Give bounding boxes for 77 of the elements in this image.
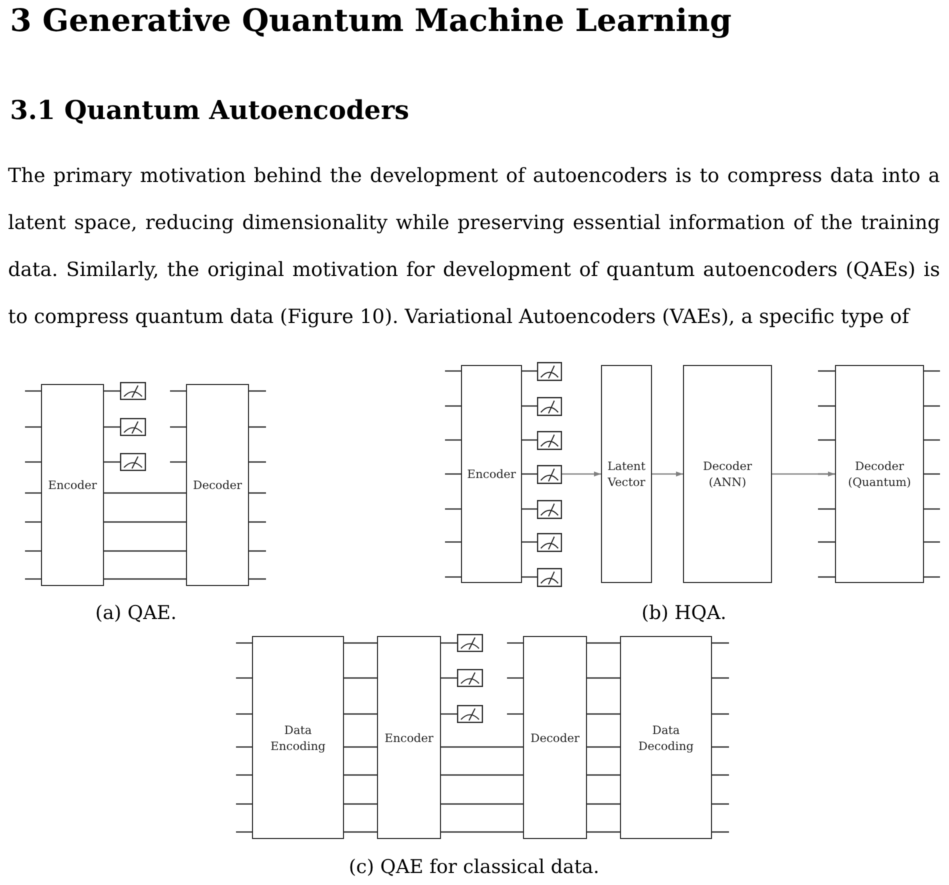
- qubit-wire: [344, 677, 377, 679]
- arrow: [772, 472, 835, 476]
- meter-icon: [457, 705, 483, 723]
- qubit-wire: [104, 521, 186, 523]
- block-label: Decoder (Quantum): [846, 458, 912, 490]
- classical-decoder-block: [683, 365, 772, 583]
- latent-vector-block: [601, 365, 652, 583]
- section-heading: 3 Generative Quantum Machine Learning: [10, 2, 732, 41]
- qubit-wire: [441, 713, 457, 715]
- quantum-decoder-block: [835, 365, 924, 583]
- encoder-block: [41, 384, 104, 586]
- qubit-wire: [587, 677, 620, 679]
- arrow: [562, 472, 601, 476]
- qubit-wire: [441, 642, 457, 644]
- block-label: Data Decoding: [637, 722, 695, 754]
- qubit-wire: [587, 831, 620, 833]
- qubit-wire: [522, 541, 537, 543]
- qubit-wire: [587, 803, 620, 805]
- encoder-block: [377, 636, 441, 839]
- arrow: [652, 472, 683, 476]
- qubit-wire: [344, 746, 377, 748]
- qubit-wire: [522, 473, 537, 475]
- qubit-wire: [104, 578, 186, 580]
- data-encoding-block: [252, 636, 344, 839]
- qubit-wire: [522, 508, 537, 510]
- meter-icon: [120, 382, 146, 400]
- figure-caption: (c) QAE for classical data.: [348, 855, 600, 880]
- qubit-wire: [522, 576, 537, 578]
- qubit-wire: [522, 439, 537, 441]
- data-decoding-block: [620, 636, 712, 839]
- meter-icon: [537, 500, 562, 518]
- body-paragraph: The primary motivation behind the development of autoencoders is to compress data into a latent space, reducing dimensionality while preserving essential information of the training data. Similarly, the original motivation for development of quantum autoencoders (QAEs) is to compress quantum data (Figure 10). Variational Autoencoders (VAEs), a specific type of: [8, 163, 940, 330]
- block-label: Data Encoding: [270, 722, 326, 754]
- block-label: Decoder: [530, 730, 580, 746]
- meter-icon: [120, 453, 146, 471]
- encoder-block: [461, 365, 522, 583]
- block-label: Latent Vector: [606, 458, 646, 490]
- qubit-wire: [522, 370, 537, 372]
- qubit-wire: [344, 831, 377, 833]
- qubit-wire: [104, 550, 186, 552]
- qubit-wire: [441, 746, 523, 748]
- qubit-wire: [344, 774, 377, 776]
- meter-icon: [457, 669, 483, 687]
- qubit-wire: [587, 774, 620, 776]
- meter-icon: [537, 362, 562, 380]
- qubit-wire: [441, 774, 523, 776]
- block-label: Decoder: [192, 477, 242, 493]
- qubit-wire: [104, 492, 186, 494]
- subsection-heading: 3.1 Quantum Autoencoders: [10, 95, 410, 128]
- qubit-wire: [104, 461, 120, 463]
- meter-icon: [537, 430, 562, 450]
- figure-caption: (b) HQA.: [642, 601, 726, 626]
- qubit-wire: [441, 677, 457, 679]
- qubit-wire: [587, 642, 620, 644]
- qubit-wire: [522, 405, 537, 407]
- qubit-wire: [587, 713, 620, 715]
- qubit-wire: [104, 426, 120, 428]
- meter-icon: [457, 634, 483, 652]
- figure-caption: (a) QAE.: [95, 601, 177, 626]
- block-label: Encoder: [48, 477, 97, 493]
- block-label: Encoder: [384, 730, 434, 746]
- qubit-wire: [587, 746, 620, 748]
- meter-icon: [537, 464, 562, 484]
- meter-icon: [537, 532, 562, 552]
- qubit-wire: [344, 642, 377, 644]
- meter-icon: [537, 568, 562, 586]
- meter-icon: [537, 396, 562, 416]
- block-label: Decoder (ANN): [702, 458, 754, 490]
- qubit-wire: [104, 390, 120, 392]
- qubit-wire: [441, 803, 523, 805]
- decoder-block: [186, 384, 249, 586]
- qubit-wire: [344, 803, 377, 805]
- decoder-block: [523, 636, 587, 839]
- block-label: Encoder: [467, 466, 516, 482]
- qubit-wire: [344, 713, 377, 715]
- qubit-wire: [441, 831, 523, 833]
- meter-icon: [120, 418, 146, 436]
